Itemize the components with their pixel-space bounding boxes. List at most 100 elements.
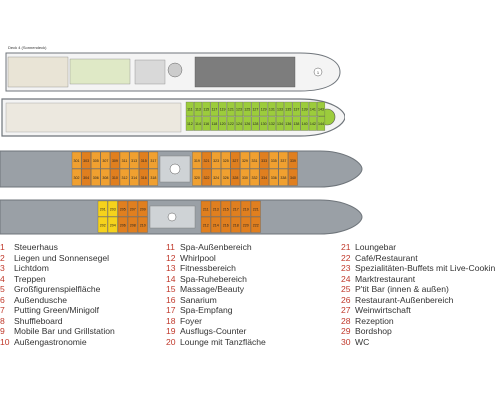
cabin-number: 138 <box>293 122 299 126</box>
cabin-111 <box>185 101 194 117</box>
legend-item-20: 20 Lounge mit Tanzfläche <box>166 337 266 348</box>
cabin-number: 125 <box>244 108 250 112</box>
cabin-216 <box>220 216 231 233</box>
cabin-number: 316 <box>141 176 147 180</box>
cabin-number: 207 <box>130 207 136 211</box>
legend-number: 18 <box>166 315 176 326</box>
cabin-number: 324 <box>213 176 219 180</box>
cabin-136 <box>284 116 293 131</box>
cabin-number: 133 <box>277 108 283 112</box>
cabin-number: 340 <box>290 176 296 180</box>
legend-number: 11 <box>166 242 175 252</box>
cabin-219 <box>240 200 251 217</box>
cabin-number: 307 <box>102 159 108 163</box>
cabin-321 <box>201 151 212 169</box>
cabin-335 <box>269 151 279 169</box>
cabin-329 <box>240 151 250 169</box>
cabin-number: 309 <box>112 159 118 163</box>
cabin-number: 334 <box>261 176 267 180</box>
legend-number: 29 <box>341 326 351 336</box>
cabin-125 <box>243 101 252 117</box>
cabin-326 <box>221 168 231 186</box>
cabin-number: 112 <box>187 122 193 126</box>
cabin-334 <box>259 168 269 186</box>
cabin-117 <box>210 101 219 117</box>
cabin-number: 322 <box>204 176 210 180</box>
cabin-217 <box>230 200 241 217</box>
cabin-214 <box>210 216 221 233</box>
cabin-number: 310 <box>112 176 118 180</box>
cabin-number: 339 <box>290 159 296 163</box>
cabin-number: 131 <box>269 108 275 112</box>
cabin-331 <box>249 151 260 169</box>
deck-sun: Deck 4 (Sonnendeck) 1 <box>0 45 345 93</box>
cabin-218 <box>230 216 241 233</box>
cabin-124 <box>235 116 244 131</box>
cabin-number: 305 <box>93 159 99 163</box>
cabin-number: 327 <box>232 159 238 163</box>
cabin-215 <box>220 200 231 217</box>
deck-label: Deck 4 (Sonnendeck) <box>8 45 47 50</box>
cabin-140 <box>300 116 309 131</box>
cabin-114 <box>194 116 203 131</box>
cabin-206 <box>117 216 128 233</box>
cabin-number: 129 <box>261 108 267 112</box>
legend-label: Großfigurenspielfläche <box>14 284 101 294</box>
legend-label: Lounge mit Tanzfläche <box>180 336 266 347</box>
cabin-number: 329 <box>242 159 248 163</box>
cabin-120 <box>218 116 227 131</box>
legend-number: 20 <box>166 336 176 347</box>
cabin-number: 205 <box>120 207 126 211</box>
cabin-121 <box>226 101 235 117</box>
legend-item-9: 9 Mobile Bar und Grillstation <box>0 326 115 337</box>
cabin-305 <box>91 151 101 169</box>
legend-label: Spa-Außenbereich <box>180 242 252 252</box>
cabin-number: 219 <box>243 207 249 211</box>
cabin-number: 203 <box>110 207 116 211</box>
cabin-number: 113 <box>195 108 201 112</box>
cabin-number: 311 <box>122 159 128 163</box>
cabin-141 <box>308 101 317 117</box>
cabin-number: 126 <box>244 122 250 126</box>
cabin-128 <box>251 116 260 131</box>
legend-number: 28 <box>341 315 351 326</box>
legend-number: 8 <box>0 315 5 326</box>
legend-item-11: 11 Spa-Außenbereich <box>166 242 266 253</box>
cabin-number: 212 <box>203 223 209 227</box>
cabin-number: 127 <box>252 108 258 112</box>
cabin-number: 330 <box>242 176 248 180</box>
cabin-number: 313 <box>131 159 137 163</box>
cabin-number: 202 <box>100 223 106 227</box>
legend-label: Putting Green/Minigolf <box>14 305 100 315</box>
legend-number: 9 <box>0 326 5 336</box>
legend-label: Whirlpool <box>180 252 216 263</box>
legend-label: Sanarium <box>180 294 217 305</box>
restaurant-area <box>5 102 182 133</box>
cabin-325 <box>221 151 231 169</box>
cabin-313 <box>129 151 139 169</box>
cabin-213 <box>210 200 221 217</box>
legend-number: 22 <box>341 252 351 263</box>
legend-label: Mobile Bar und Grillstation <box>14 326 115 336</box>
legend-item-18: 18 Foyer <box>166 316 266 327</box>
legend-number: 5 <box>0 284 5 294</box>
cabin-212 <box>200 216 211 233</box>
cabin-336 <box>269 168 279 186</box>
cabin-number: 319 <box>194 159 200 163</box>
cabin-number: 143 <box>318 108 324 112</box>
cabin-number: 140 <box>302 122 308 126</box>
cabin-number: 211 <box>203 207 209 211</box>
cabin-306 <box>91 168 101 186</box>
legend-label: Foyer <box>180 315 202 326</box>
cabin-204 <box>107 216 118 233</box>
cabin-135 <box>284 101 293 117</box>
cabin-number: 136 <box>285 122 291 126</box>
stair-icon <box>167 212 177 222</box>
